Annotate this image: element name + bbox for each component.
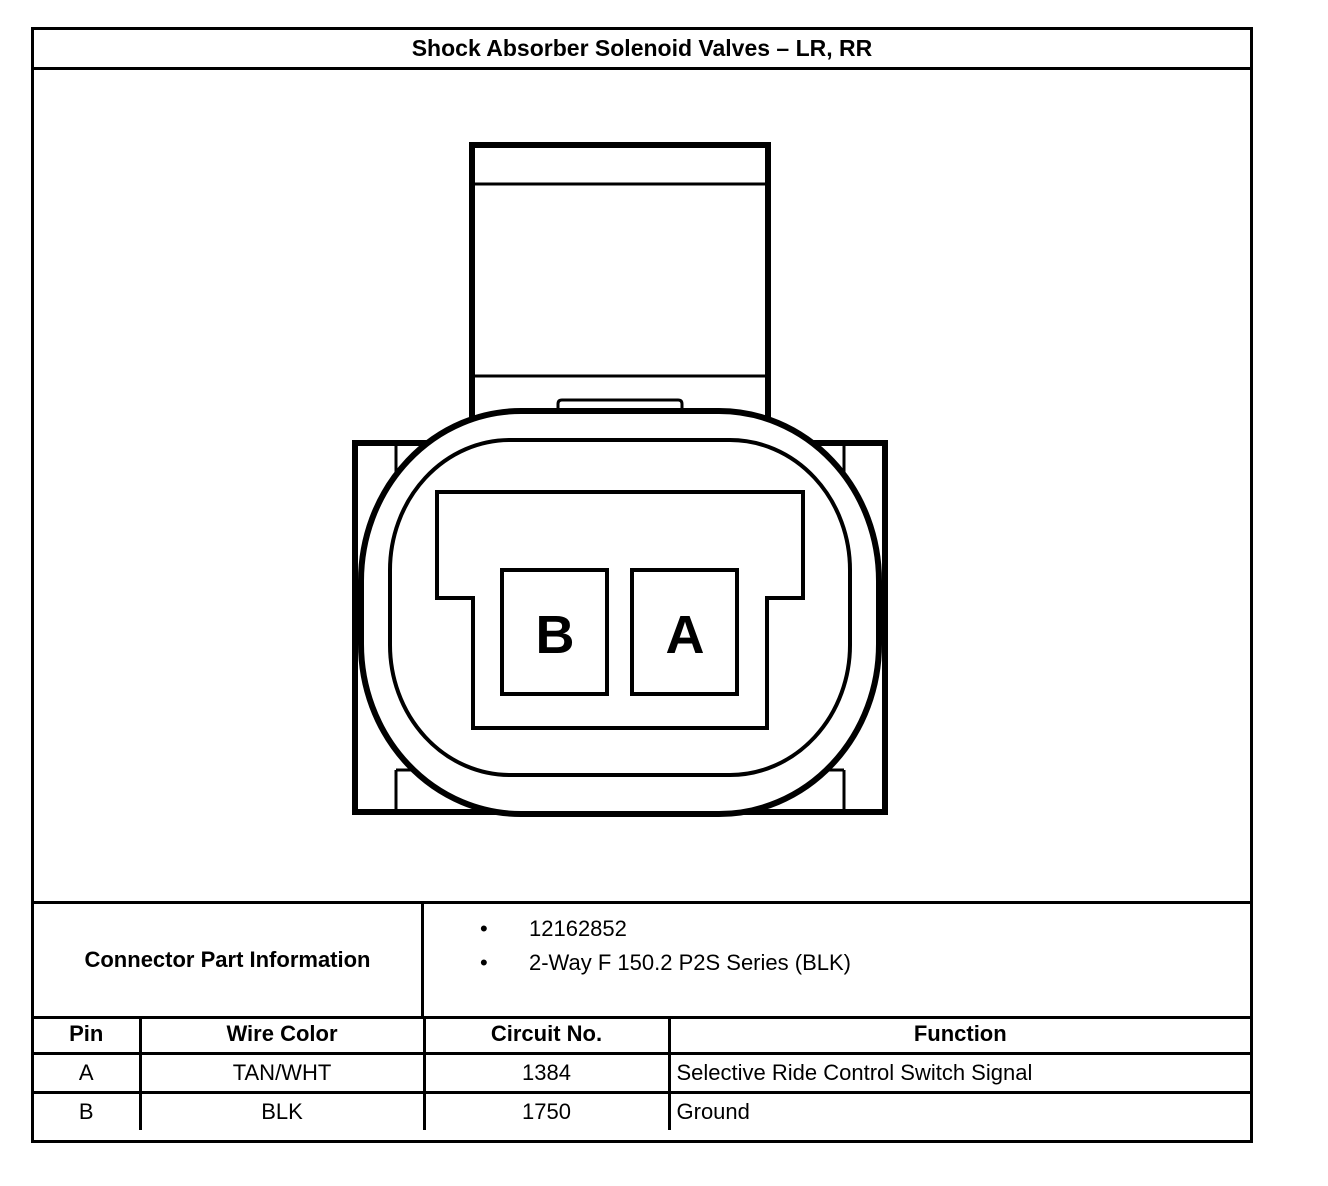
pin-label-b: B: [536, 605, 575, 665]
connector-series: 2-Way F 150.2 P2S Series (BLK): [529, 950, 851, 975]
table-row: B BLK 1750 Ground: [34, 1091, 1250, 1130]
terminal-cavity: [435, 490, 805, 730]
table-row: A TAN/WHT 1384 Selective Ride Control Sw…: [34, 1052, 1250, 1094]
pin-table: Pin Wire Color Circuit No. Function A TA…: [34, 1016, 1250, 1130]
bullet-icon: •: [480, 950, 488, 975]
connector-diagram: B A: [34, 70, 1250, 904]
connector-drawing: B A: [352, 142, 888, 817]
connector-part-info: Connector Part Information • 12162852 • …: [34, 901, 1250, 1019]
latch-bump: [556, 398, 684, 412]
part-info-item: • 12162852: [424, 912, 1250, 946]
cell-wire-color: TAN/WHT: [138, 1052, 426, 1094]
header-function: Function: [667, 1016, 1250, 1055]
bullet-icon: •: [480, 916, 488, 941]
pin-table-header: Pin Wire Color Circuit No. Function: [34, 1016, 1250, 1055]
part-info-label: Connector Part Information: [34, 904, 424, 1016]
header-wire-color: Wire Color: [138, 1016, 426, 1055]
connector-sheet: Shock Absorber Solenoid Valves – LR, RR: [31, 27, 1253, 1143]
part-info-list: • 12162852 • 2-Way F 150.2 P2S Series (B…: [424, 904, 1250, 1024]
pin-box-a: [630, 568, 739, 696]
part-info-item: • 2-Way F 150.2 P2S Series (BLK): [424, 946, 1250, 980]
header-pin: Pin: [34, 1016, 142, 1055]
cell-circuit-no: 1750: [422, 1091, 671, 1130]
cell-circuit-no: 1384: [422, 1052, 671, 1094]
cell-pin: A: [34, 1052, 142, 1094]
cell-function: Selective Ride Control Switch Signal: [667, 1052, 1250, 1094]
corner-tab-bottom-left: [394, 768, 419, 812]
header-circuit-no: Circuit No.: [422, 1016, 671, 1055]
pin-box-b: [500, 568, 609, 696]
part-number: 12162852: [529, 916, 627, 941]
cell-function: Ground: [667, 1091, 1250, 1130]
cell-pin: B: [34, 1091, 142, 1130]
cell-wire-color: BLK: [138, 1091, 426, 1130]
pin-label-a: A: [666, 605, 705, 665]
page-title: Shock Absorber Solenoid Valves – LR, RR: [34, 30, 1250, 70]
corner-tab-bottom-right: [821, 768, 846, 812]
